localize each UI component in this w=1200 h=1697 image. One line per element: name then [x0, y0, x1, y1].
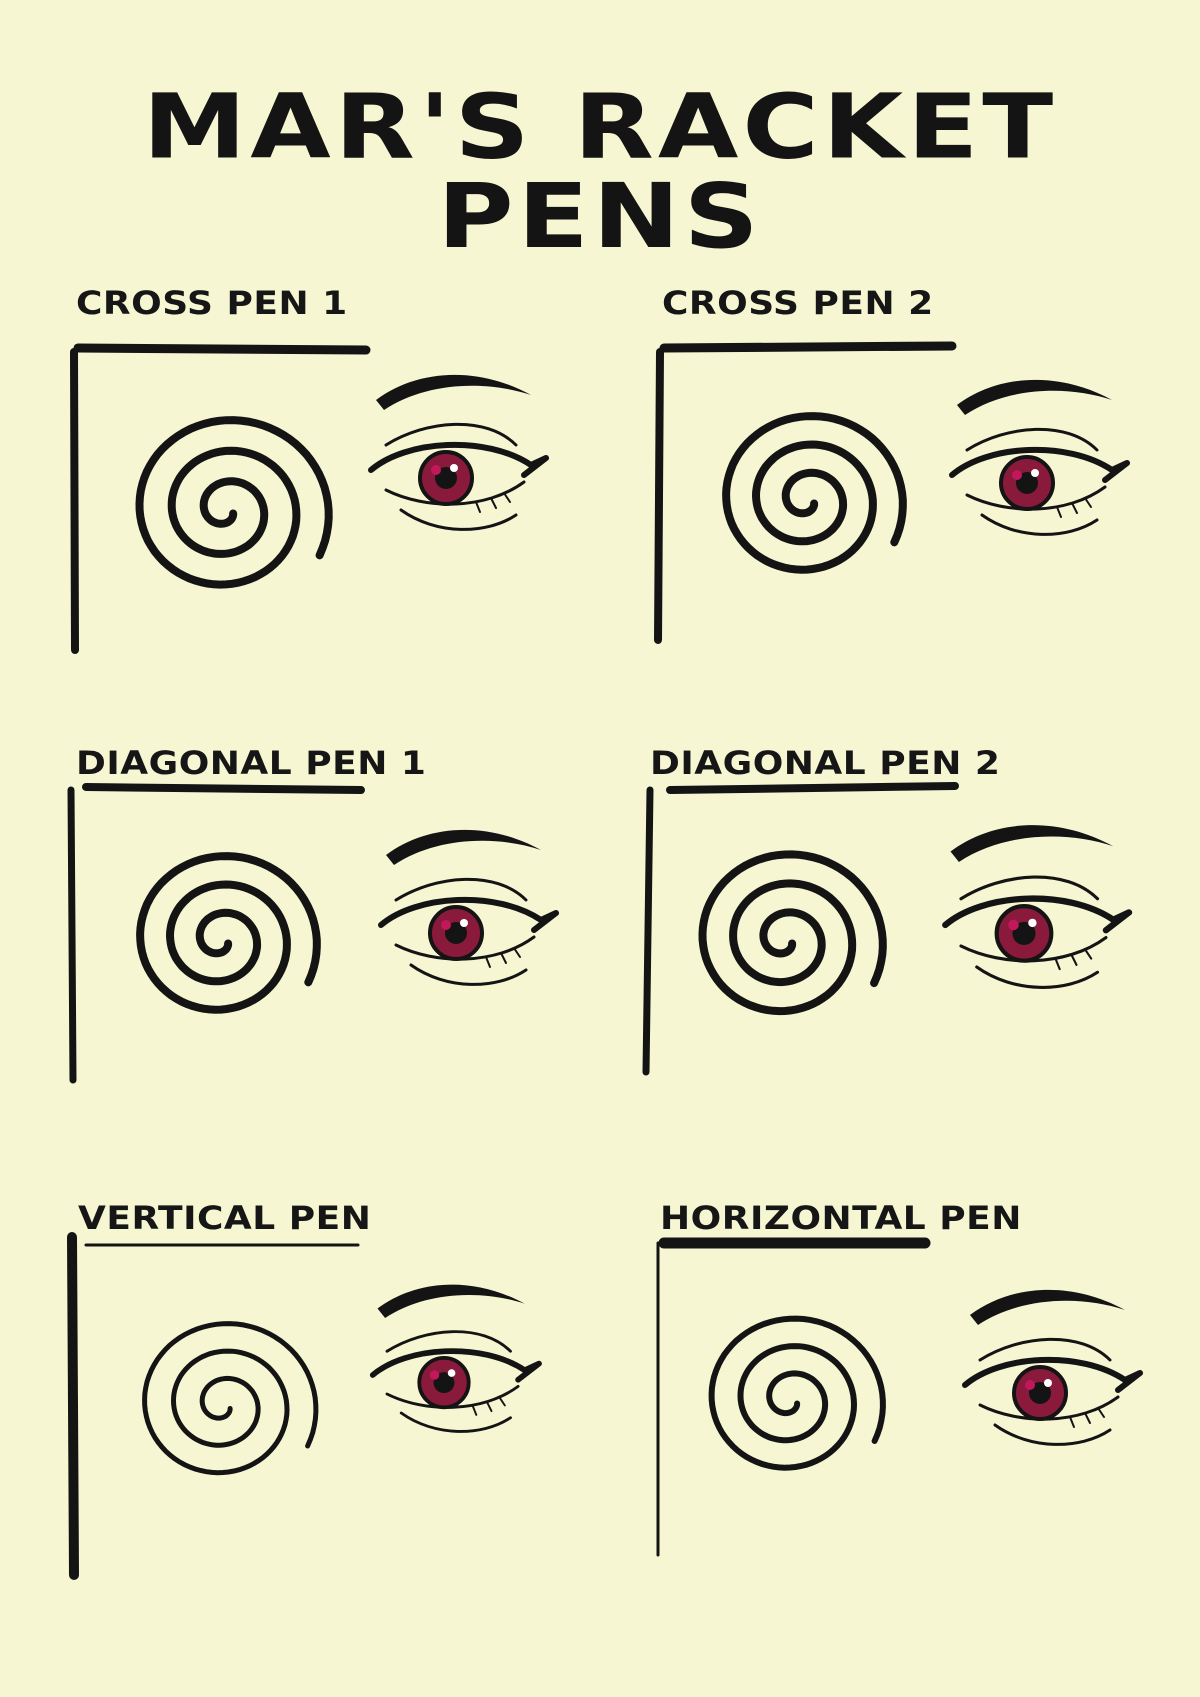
pen-panel-diagonal-pen-1: DIAGONAL PEN 1 — [67, 745, 616, 1145]
pen-label: CROSS PEN 2 — [662, 285, 934, 322]
pen-panel-cross-pen-2: CROSS PEN 2 — [654, 285, 1200, 685]
frame-lines — [70, 343, 371, 654]
spiral-stroke — [698, 850, 887, 1016]
pen-panel-horizontal-pen: HORIZONTAL PEN — [656, 1200, 1200, 1600]
spiral-stroke — [135, 416, 333, 589]
pen-label: DIAGONAL PEN 2 — [650, 745, 1001, 782]
page-title: MAR'S RACKET PENS — [142, 74, 1058, 269]
stroke-sample — [67, 1232, 542, 1580]
eye-drawing — [369, 1284, 542, 1433]
stroke-sample — [654, 341, 1130, 644]
eye-drawing — [942, 825, 1133, 989]
spiral-stroke — [722, 412, 907, 574]
eye-drawing — [962, 1289, 1143, 1446]
eye-drawing — [378, 829, 559, 986]
spiral-stroke — [708, 1315, 886, 1471]
stroke-sample — [70, 343, 549, 654]
frame-lines — [67, 783, 365, 1084]
eye-drawing — [368, 374, 549, 531]
pen-label: VERTICAL PEN — [78, 1200, 372, 1237]
spiral-stroke — [136, 852, 321, 1014]
pen-panel-cross-pen-1: CROSS PEN 1 — [70, 285, 616, 685]
frame-lines — [67, 1232, 360, 1580]
frame-lines — [654, 341, 957, 644]
pen-panel-diagonal-pen-2: DIAGONAL PEN 2 — [642, 745, 1190, 1145]
eye-drawing — [949, 379, 1130, 536]
frame-lines — [656, 1237, 931, 1557]
stroke-sample — [656, 1237, 1143, 1557]
pen-label: CROSS PEN 1 — [76, 285, 348, 322]
pen-panel-vertical-pen: VERTICAL PEN — [67, 1200, 618, 1600]
stroke-sample — [67, 783, 559, 1084]
pen-label: DIAGONAL PEN 1 — [76, 745, 427, 782]
stroke-sample — [642, 782, 1133, 1076]
pen-label: HORIZONTAL PEN — [660, 1200, 1022, 1237]
frame-lines — [642, 782, 959, 1076]
spiral-stroke — [142, 1321, 319, 1476]
